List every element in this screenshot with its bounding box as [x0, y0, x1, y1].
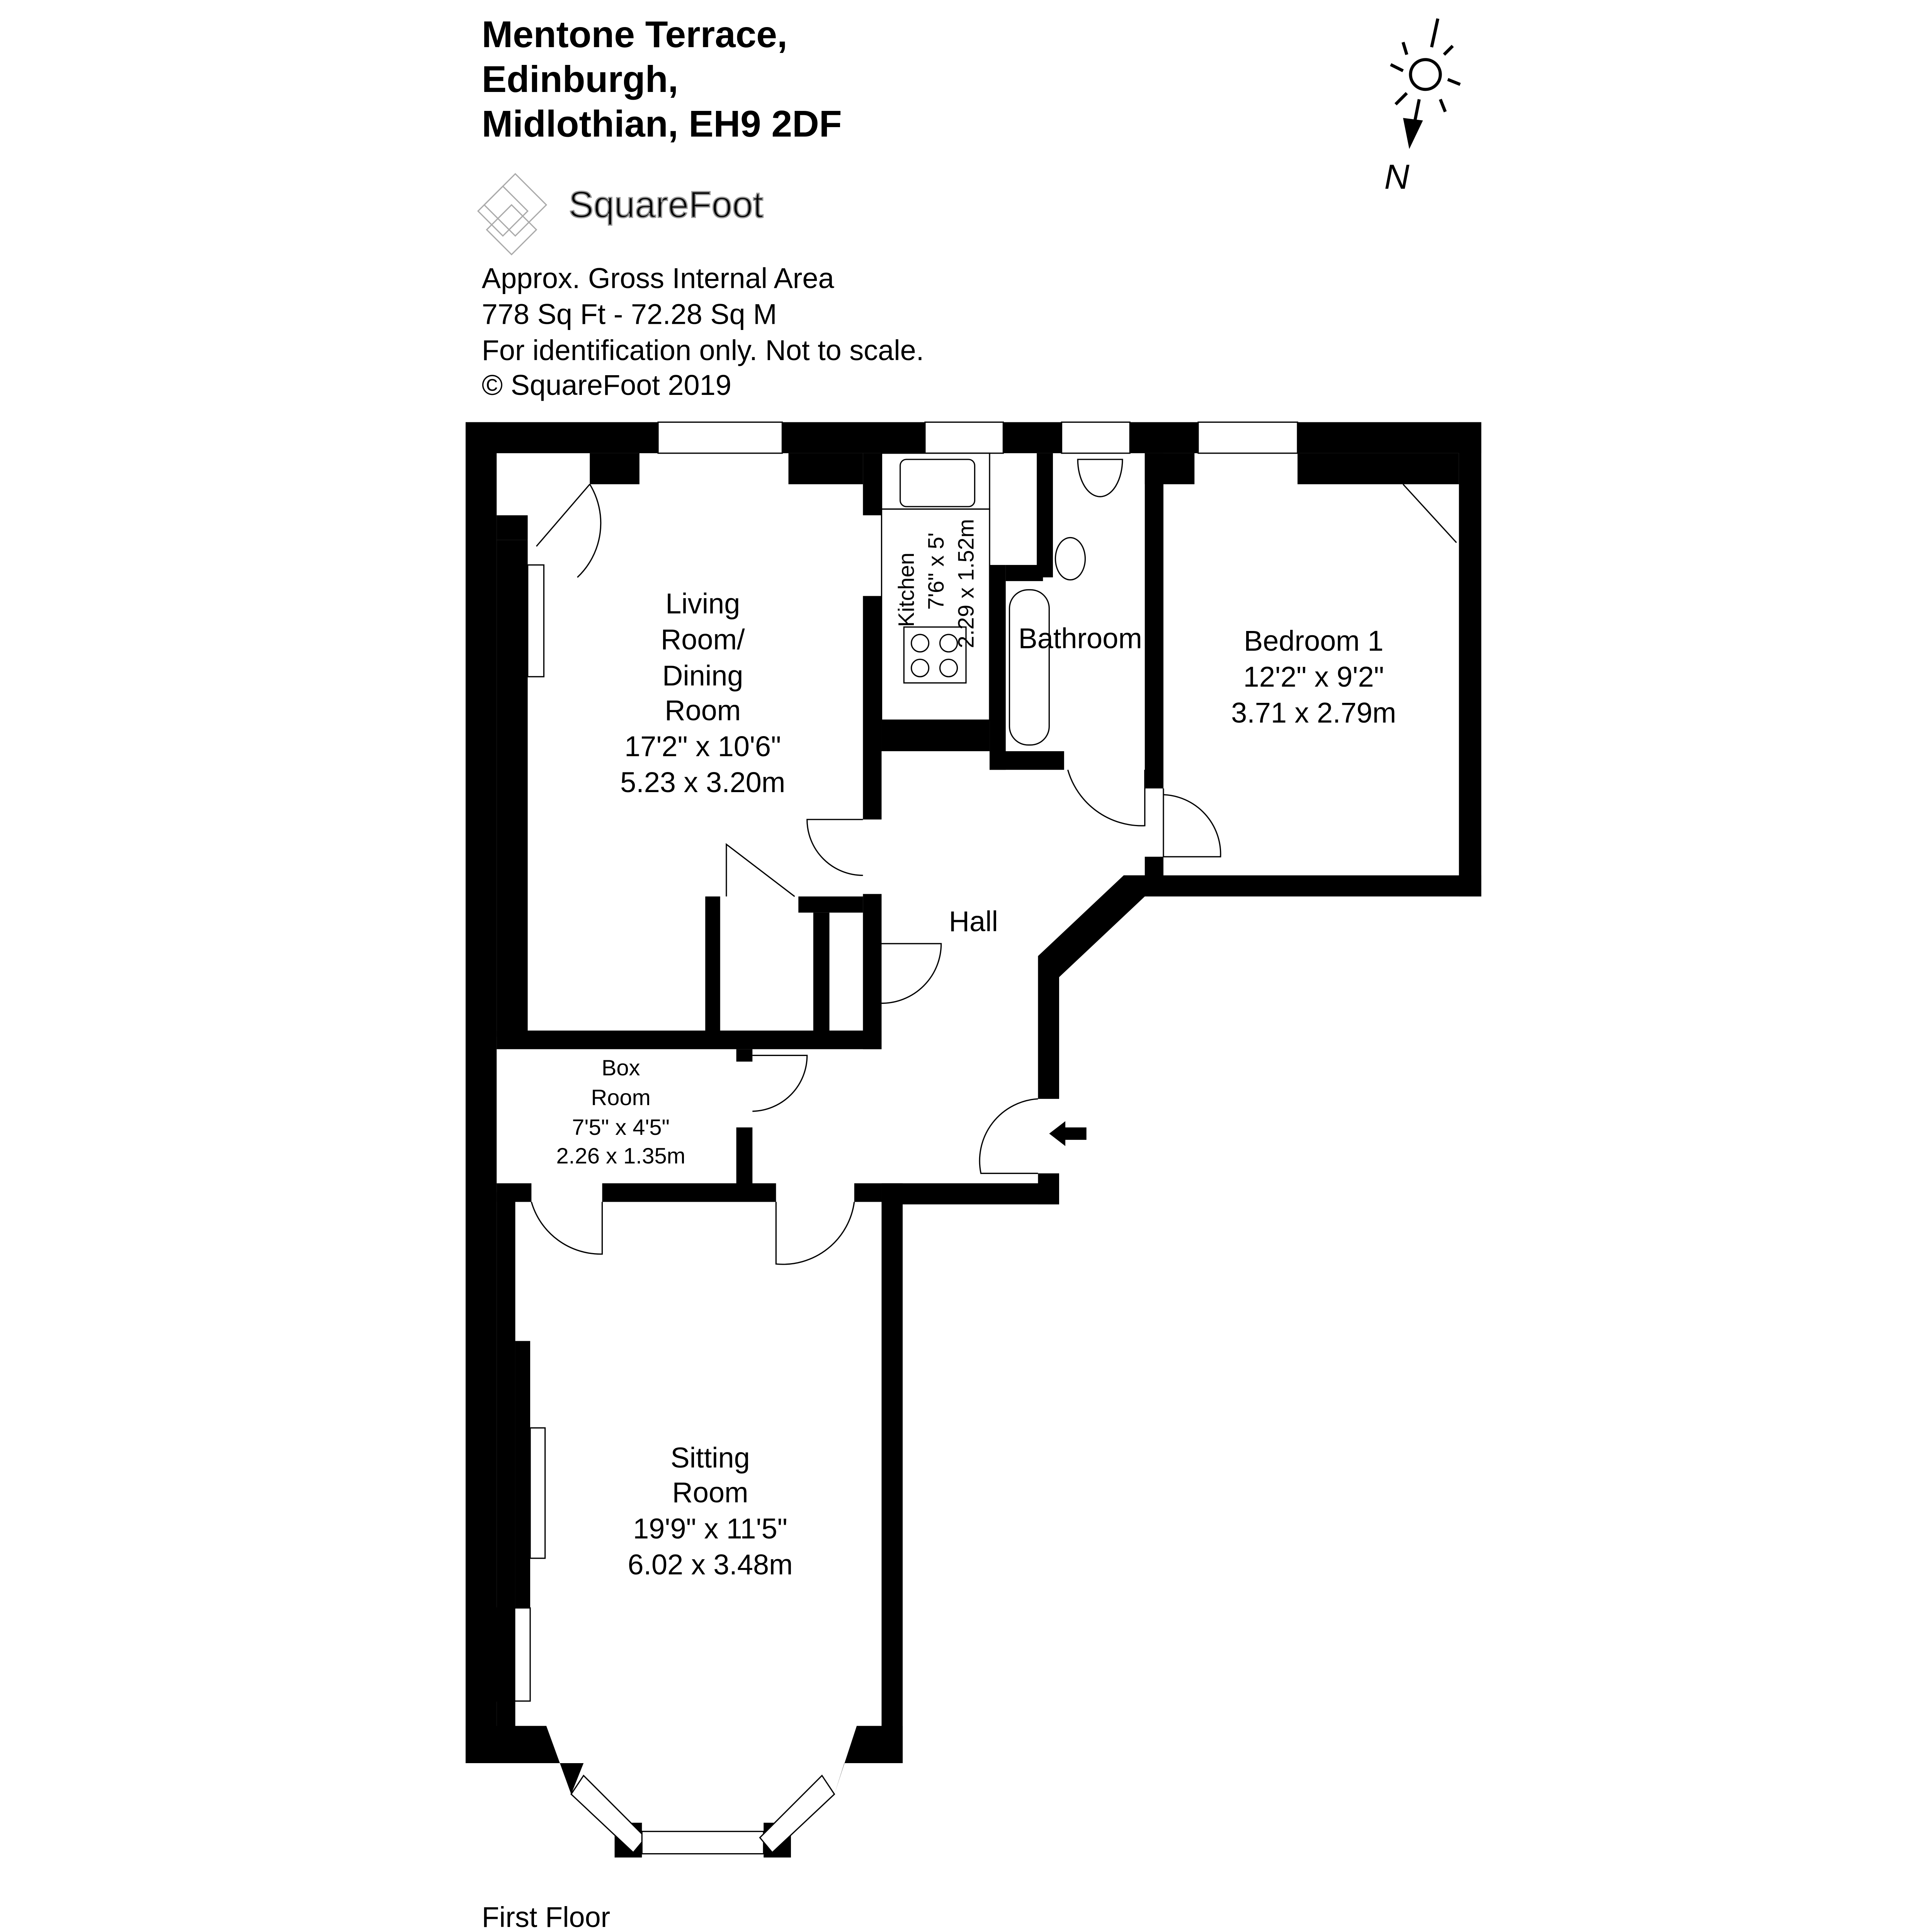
logo-text: SquareFoot [569, 184, 764, 225]
compass-north-label: N [1384, 158, 1410, 196]
info-line-2: 778 Sq Ft - 72.28 Sq M [482, 298, 777, 330]
window-bay-center [641, 1831, 764, 1855]
area-info: Approx. Gross Internal Area 778 Sq Ft - … [482, 262, 924, 401]
room-name: Bedroom 1 [1244, 625, 1383, 657]
windows [570, 421, 1298, 1855]
info-line-4: © SquareFoot 2019 [482, 369, 731, 401]
fixtures [496, 452, 1123, 1702]
room-name: Box [602, 1056, 640, 1080]
room-dimensions-metric: 2.26 x 1.35m [556, 1144, 685, 1168]
address-line-1: Mentone Terrace, [482, 14, 787, 55]
basin-icon [1054, 537, 1086, 581]
door-living-hall [806, 819, 863, 876]
address: Mentone Terrace, Edinburgh, Midlothian, … [482, 14, 842, 145]
room-sitting: Sitting Room 19'9" x 11'5" 6.02 x 3.48m [628, 1442, 793, 1580]
kitchen-floor [881, 508, 990, 721]
room-name: Room [665, 694, 741, 726]
room-dimensions-imperial: 7'6" x 5' [924, 532, 949, 610]
sun-icon [1390, 18, 1461, 131]
room-name: Room [591, 1085, 651, 1110]
window-kitchen [924, 421, 1004, 454]
room-dimensions-imperial: 7'5" x 4'5" [572, 1115, 670, 1140]
window-living [657, 421, 783, 454]
door-living-corner [536, 484, 602, 578]
north-arrow-icon [1403, 118, 1423, 149]
door-entrance [979, 1098, 1038, 1174]
floor-label: First Floor [482, 1901, 611, 1932]
door-box-room [752, 1054, 808, 1112]
room-kitchen: Kitchen 7'6" x 5' 2.29 x 1.52m [894, 519, 978, 648]
window-bay-left [570, 1774, 647, 1854]
door-sitting-right [775, 1202, 855, 1265]
doors [531, 484, 1457, 1265]
room-dimensions-imperial: 12'2" x 9'2" [1243, 661, 1384, 693]
room-hall: Hall [949, 905, 998, 937]
room-name: Living [665, 587, 740, 619]
info-line-1: Approx. Gross Internal Area [482, 262, 835, 294]
toilet-icon [1077, 459, 1123, 497]
room-name: Room/ [661, 624, 745, 656]
room-bathroom: Bathroom [1018, 622, 1142, 654]
door-bedroom-wardrobe [1402, 484, 1457, 543]
window-bay-right [759, 1774, 835, 1854]
room-dimensions-metric: 6.02 x 3.48m [628, 1549, 793, 1581]
room-name: Room [672, 1476, 748, 1509]
door-bedroom [1163, 788, 1221, 857]
window-bathroom [1061, 421, 1131, 454]
room-dimensions-imperial: 17'2" x 10'6" [624, 730, 781, 762]
address-line-2: Edinburgh, [482, 59, 679, 100]
room-dimensions-imperial: 19'9" x 11'5" [633, 1512, 787, 1544]
alcove-sitting [496, 1607, 531, 1702]
room-dimensions-metric: 2.29 x 1.52m [954, 519, 978, 648]
fireplace-sitting [529, 1427, 546, 1559]
logo-diamond-icon [477, 173, 548, 256]
door-bathroom [1067, 769, 1146, 827]
sink-icon [900, 459, 976, 507]
bath-icon [1009, 589, 1050, 746]
room-name: Sitting [670, 1442, 750, 1474]
address-line-3: Midlothian, EH9 2DF [482, 103, 842, 145]
room-bedroom: Bedroom 1 12'2" x 9'2" 3.71 x 2.79m [1231, 625, 1396, 729]
room-box: Box Room 7'5" x 4'5" 2.26 x 1.35m [556, 1056, 685, 1168]
hob-icon [903, 626, 967, 684]
room-name: Dining [662, 660, 743, 692]
room-dimensions-metric: 3.71 x 2.79m [1231, 697, 1396, 729]
door-cupboard-2 [881, 943, 942, 1004]
door-cupboard-1 [726, 843, 795, 897]
room-living: Living Room/ Dining Room 17'2" x 10'6" 5… [620, 587, 785, 798]
room-name: Kitchen [894, 553, 919, 627]
door-sitting-left [531, 1202, 603, 1255]
compass: N [1384, 18, 1461, 196]
window-bedroom [1197, 421, 1298, 454]
squarefoot-logo: SquareFoot [477, 173, 764, 256]
fireplace-living [527, 564, 545, 677]
walls [466, 422, 1481, 1858]
info-line-3: For identification only. Not to scale. [482, 334, 924, 366]
room-dimensions-metric: 5.23 x 3.20m [620, 766, 785, 798]
entrance-arrow-icon [1049, 1121, 1087, 1146]
